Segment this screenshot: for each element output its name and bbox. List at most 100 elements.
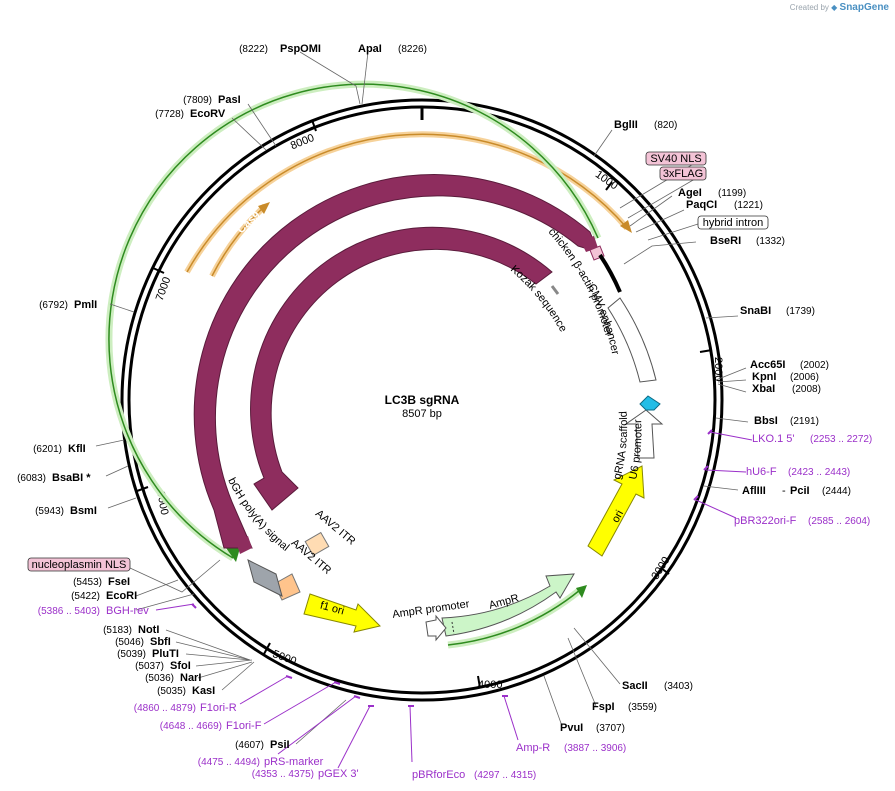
site-bseri-pos: (1332) — [756, 236, 785, 247]
hybrid-intron-bar — [598, 253, 622, 293]
site-kfli: KflI — [68, 443, 86, 455]
site-noti: NotI — [138, 624, 159, 636]
primer-pgex3-range: (4353 .. 4375) — [252, 769, 314, 780]
site-ecori-pos: (5422) — [71, 591, 100, 602]
site-pasi: PasI — [218, 94, 241, 106]
site-paqci-pos: (1221) — [734, 200, 763, 211]
site-pvui-pos: (3707) — [596, 723, 625, 734]
svg-text:SV40 NLS: SV40 NLS — [650, 153, 701, 165]
site-bbsi: BbsI — [754, 415, 778, 427]
boxed-hybrid-intron: hybrid intron — [697, 215, 769, 230]
primer-lko1-range: (2253 .. 2272) — [810, 434, 872, 445]
tick-4000: 4000 — [478, 679, 502, 691]
ampr-promoter-arrow — [425, 614, 447, 642]
site-agei-pos: (1199) — [718, 188, 746, 199]
site-kpni-pos: (2006) — [790, 372, 819, 383]
site-xbai-pos: (2008) — [792, 384, 821, 395]
site-snabi-pos: (1739) — [786, 306, 815, 317]
primer-hu6f-range: (2423 .. 2443) — [788, 467, 850, 478]
primer-f1orir-range: (4860 .. 4879) — [134, 703, 196, 714]
cas9-inner-arrow — [250, 226, 553, 511]
site-xbai: XbaI — [752, 383, 775, 395]
site-pspomi: PspOMI — [280, 43, 321, 55]
site-apai: ApaI — [358, 43, 382, 55]
site-kfli-pos: (6201) — [33, 444, 62, 455]
site-sacii: SacII — [622, 680, 648, 692]
site-pluti-pos: (5039) — [117, 649, 146, 660]
site-snabi: SnaBI — [740, 305, 771, 317]
kozak-mark — [550, 285, 560, 295]
plasmid-name: LC3B sgRNA — [385, 393, 460, 407]
site-ecori: EcoRI — [106, 590, 137, 602]
site-noti-pos: (5183) — [103, 625, 132, 636]
site-bsabi-pos: (6083) — [17, 473, 46, 484]
nucleoplasmin-mark — [236, 536, 252, 554]
primer-pbrforeco: pBRforEco — [412, 769, 465, 781]
aav2-itr-1 — [304, 531, 330, 557]
primer-prs-range: (4475 .. 4494) — [198, 757, 260, 768]
f1-ori-arrow — [303, 593, 381, 633]
primer-f1orif-range: (4648 .. 4669) — [160, 721, 222, 732]
site-acc65i: Acc65I — [750, 359, 785, 371]
site-pmli-pos: (6792) — [39, 300, 68, 311]
ori-label: ori — [610, 508, 626, 524]
primer-f1orir: F1ori-R — [200, 702, 237, 714]
site-bglii: BglII — [614, 119, 638, 131]
site-nari: NarI — [180, 672, 201, 684]
site-sacii-pos: (3403) — [664, 681, 693, 692]
svg-text:3xFLAG: 3xFLAG — [663, 168, 703, 180]
snapgene-logo-icon: ◆ — [831, 3, 838, 12]
primer-pbr322orif-range: (2585 .. 2604) — [808, 516, 870, 527]
site-afliii: AflIII — [742, 485, 766, 497]
site-afliii-sep: - — [782, 485, 786, 497]
site-pluti: PluTI — [152, 648, 179, 660]
site-bbsi-pos: (2191) — [790, 416, 819, 427]
site-nari-pos: (5036) — [145, 673, 174, 684]
primer-bghrev-range: (5386 .. 5403) — [38, 606, 100, 617]
grna-scaffold-arrow — [639, 395, 661, 411]
site-agei: AgeI — [678, 187, 702, 199]
tick-5000: 5000 — [271, 648, 298, 668]
credit-text: Created by — [789, 3, 829, 12]
site-labels: (8222) PspOMI ApaI (8226) (7809) PasI (7… — [17, 43, 851, 751]
site-kasi-pos: (5035) — [157, 686, 186, 697]
site-ecorv: EcoRV — [190, 108, 226, 120]
boxed-sv40-nls: SV40 NLS — [645, 151, 707, 166]
site-bglii-pos: (820) — [654, 120, 677, 131]
primer-f1orif: F1ori-F — [226, 720, 262, 732]
site-apai-pos: (8226) — [398, 44, 427, 55]
site-fsei-pos: (5453) — [73, 577, 102, 588]
site-pvui: PvuI — [560, 722, 583, 734]
primer-pbr322orif: pBR322ori-F — [734, 515, 797, 527]
tick-2000: 2000 — [712, 357, 724, 381]
green-arrow — [105, 80, 602, 649]
site-paqci: PaqCI — [686, 199, 717, 211]
u6-promoter-arrow — [624, 409, 664, 459]
primer-hu6f: hU6-F — [746, 466, 777, 478]
site-psii: PsiI — [270, 739, 290, 751]
site-pcii-pos: (2444) — [822, 486, 851, 497]
site-fspi-pos: (3559) — [628, 702, 657, 713]
primer-lko1: LKO.1 5' — [752, 433, 794, 445]
brand-text: SnapGene — [839, 2, 889, 13]
plasmid-size: 8507 bp — [402, 408, 442, 420]
site-bseri: BseRI — [710, 235, 741, 247]
svg-text:nucleoplasmin NLS: nucleoplasmin NLS — [32, 559, 127, 571]
primer-ampr-range: (3887 .. 3906) — [564, 743, 626, 754]
site-acc65i-pos: (2002) — [800, 360, 829, 371]
primer-bghrev: BGH-rev — [106, 605, 149, 617]
bgh-polya-block — [247, 559, 283, 597]
site-bsmi-pos: (5943) — [35, 506, 64, 517]
site-sbfi-pos: (5046) — [115, 637, 144, 648]
site-fspi: FspI — [592, 701, 615, 713]
site-sbfi: SbfI — [150, 636, 171, 648]
primer-labels: LKO.1 5' (2253 .. 2272) hU6-F (2423 .. 2… — [38, 433, 873, 781]
site-kpni: KpnI — [752, 371, 776, 383]
site-fsei: FseI — [108, 576, 130, 588]
site-psii-pos: (4607) — [235, 740, 264, 751]
tick-7000: 7000 — [154, 275, 174, 302]
site-pspomi-pos: (8222) — [239, 44, 268, 55]
primer-ticks — [191, 429, 713, 707]
cmv-enhancer-arrow — [607, 297, 657, 383]
